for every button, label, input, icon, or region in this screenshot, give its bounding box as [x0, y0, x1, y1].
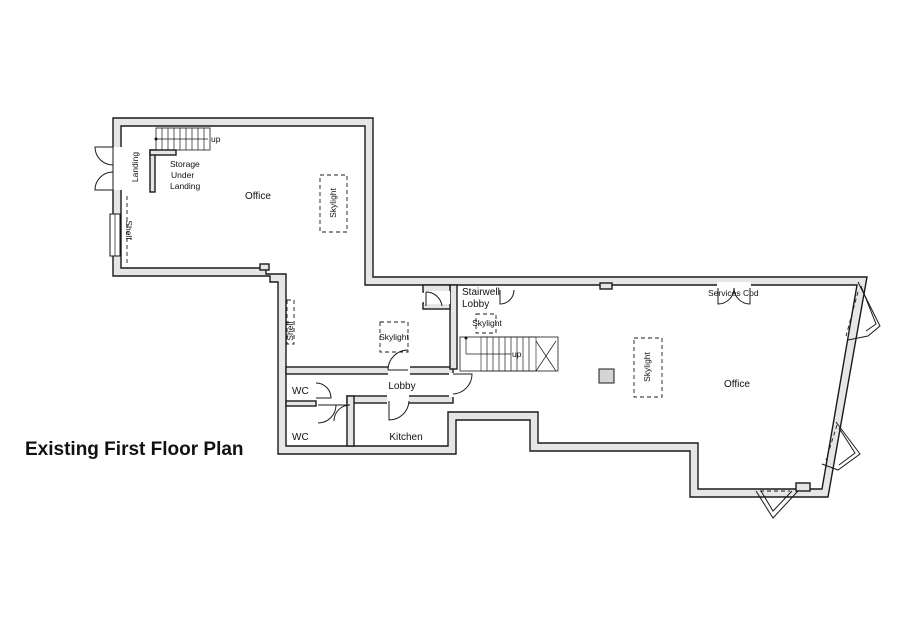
door-wc-upper	[315, 382, 332, 399]
door-kitchen	[388, 400, 410, 421]
doors	[94, 146, 751, 424]
door-landing-lower	[94, 171, 114, 191]
stairwell-label-2: Lobby	[462, 299, 489, 310]
wall-notch-2	[599, 282, 613, 290]
wall-stairwell-stub	[422, 284, 451, 293]
lobby-label: Lobby	[388, 381, 415, 392]
stairs-upper-label: up	[211, 134, 221, 144]
exterior-wall	[112, 117, 868, 498]
bay-window-1	[847, 281, 881, 341]
door-stairwell-inner	[499, 289, 515, 305]
storage-label-2: Under	[171, 170, 194, 180]
office-main-label: Office	[245, 191, 271, 202]
bay-window-2	[821, 421, 861, 471]
skylight-right	[633, 337, 663, 398]
wall-notch-1	[259, 263, 270, 271]
storage-label-1: Storage	[170, 159, 200, 169]
shelf-left-label: Shelf	[124, 220, 134, 240]
door-stairwell-west	[425, 291, 443, 307]
wall-storage	[149, 149, 156, 193]
wc-lower-label: WC	[292, 432, 309, 443]
wall-stairwell-west	[449, 284, 458, 370]
column	[598, 368, 615, 384]
skylight-lobby	[379, 321, 409, 353]
stairs-lower-label: up	[512, 349, 522, 359]
landing-label: Landing	[130, 152, 140, 183]
kitchen-label: Kitchen	[389, 432, 422, 443]
door-lobby-north	[387, 349, 409, 371]
plan-title: Existing First Floor Plan	[25, 439, 244, 460]
skylight-stairwell-label: Skylight	[472, 318, 502, 328]
bay-window-3	[755, 490, 799, 519]
wall-kitchen-west	[346, 395, 355, 447]
services-label: Services Cpd	[708, 288, 759, 298]
door-wc-lower	[317, 404, 337, 424]
office-right-label: Office	[724, 379, 750, 390]
skylight-stairwell	[475, 313, 497, 334]
door-lobby-sw	[333, 404, 351, 422]
stairs-lower	[459, 336, 559, 372]
wall-lobby-north	[285, 366, 454, 375]
door-landing-upper	[94, 146, 114, 166]
wall-storage-top	[149, 149, 177, 156]
door-services-right	[733, 287, 751, 305]
shelf-mid-outline	[286, 299, 295, 345]
skylight-lobby-label: Skylight	[379, 332, 409, 342]
wall-notch-3	[795, 482, 811, 492]
labels: Office Office Landing Storage Under Land…	[124, 134, 759, 443]
wall-wc-divider	[285, 400, 317, 407]
wc-upper-label: WC	[292, 386, 309, 397]
shelf-mid-label: Shelf	[285, 321, 295, 341]
windows	[109, 213, 881, 519]
stairwell-label-1: Stairwell	[462, 287, 500, 298]
skylight-main-label: Skylight	[328, 187, 338, 217]
stairs-upper	[154, 127, 211, 151]
storage-label-3: Landing	[170, 181, 201, 191]
door-lobby-east	[452, 373, 473, 395]
skylight-right-label: Skylight	[642, 351, 652, 381]
